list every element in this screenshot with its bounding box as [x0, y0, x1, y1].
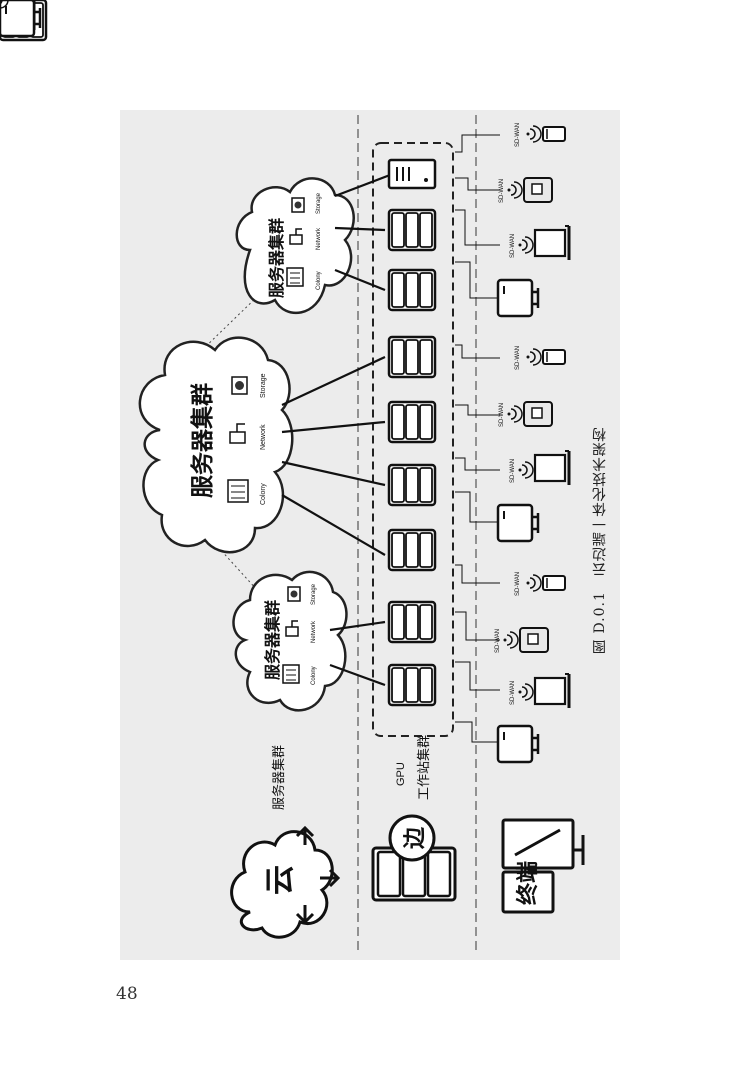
wifi-icon — [525, 348, 542, 366]
server-rack-icon — [387, 335, 437, 379]
cloud-bottom-storage-label: Storage — [311, 583, 317, 605]
sdwan-label: SD-WAN — [499, 403, 505, 427]
laptop-icon — [533, 449, 571, 487]
cloud-server-links — [281, 173, 391, 687]
sdwan-label: SD-WAN — [510, 459, 516, 483]
tablet-icon — [519, 627, 549, 653]
cloud-layer-label: 服务器集群 — [271, 745, 286, 810]
server-rack-icon — [387, 268, 437, 312]
server-tower-icon — [387, 158, 437, 190]
figure-caption: 图 D.0.1 云边端一体化技术架构 — [592, 426, 608, 654]
cloud-cluster-bottom — [232, 570, 348, 712]
laptop-icon — [533, 672, 571, 710]
storage-icon — [291, 197, 305, 213]
network-icon — [229, 423, 246, 444]
wifi-icon — [525, 574, 542, 592]
sdwan-label: SD-WAN — [515, 346, 521, 370]
cloud-top-colony-label: Colony — [316, 271, 322, 290]
edge-layer-glyph: 边 — [402, 826, 427, 850]
cloud-main-network-label: Network — [260, 424, 267, 450]
wifi-icon — [506, 405, 523, 423]
sdwan-label: SD-WAN — [495, 629, 501, 653]
server-rack-icon — [387, 400, 437, 444]
gpu-layer-label-line1: GPU — [395, 762, 407, 786]
sdwan-label: SD-WAN — [510, 681, 516, 705]
wifi-icon — [525, 125, 542, 143]
cloud-layer-glyph: 云 — [264, 865, 297, 895]
server-rack-icon — [387, 463, 437, 507]
cloud-bottom-title: 服务器集群 — [263, 600, 282, 680]
colony-icon — [227, 479, 249, 503]
laptop-icon — [533, 224, 571, 262]
network-icon — [285, 620, 299, 637]
storage-icon — [287, 586, 301, 602]
terminal-layer-icon — [501, 818, 585, 914]
wifi-icon — [517, 236, 534, 254]
cloud-top-title: 服务器集群 — [267, 218, 286, 298]
desktop-monitor-icon — [496, 503, 540, 543]
colony-icon — [286, 267, 304, 287]
cloud-main-storage-label: Storage — [260, 373, 267, 398]
gpu-layer-label-line2: 工作站集群 — [416, 735, 431, 800]
wifi-icon — [517, 461, 534, 479]
cloud-main-title: 服务器集群 — [189, 383, 215, 498]
network-icon — [289, 228, 303, 245]
storage-icon — [231, 376, 248, 395]
terminal-layer-glyph: 终端 — [515, 861, 540, 905]
sdwan-label: SD-WAN — [510, 234, 516, 258]
desktop-monitor-icon — [496, 724, 540, 764]
page-number: 48 — [116, 984, 138, 1004]
edge-layer-icon — [371, 814, 457, 902]
sdwan-label: SD-WAN — [515, 572, 521, 596]
smartphone-icon — [542, 575, 566, 591]
cloud-cluster-main — [138, 336, 294, 554]
wifi-icon — [506, 181, 523, 199]
tablet-icon — [523, 401, 553, 427]
gpu-cluster-box — [372, 142, 454, 737]
server-rack-icon — [387, 663, 437, 707]
desktop-monitor-icon — [496, 278, 540, 318]
cloud-top-network-label: Network — [316, 227, 322, 250]
cloud-bottom-network-label: Network — [311, 620, 317, 643]
colony-icon — [282, 664, 300, 684]
tablet-icon — [523, 177, 553, 203]
server-rack-icon — [387, 600, 437, 644]
smartphone-icon — [542, 349, 566, 365]
wifi-icon — [517, 683, 534, 701]
sdwan-label: SD-WAN — [499, 179, 505, 203]
cloud-layer-icon — [230, 825, 341, 939]
cloud-bottom-colony-label: Colony — [311, 666, 317, 685]
edge-terminal-links — [455, 134, 500, 743]
server-rack-icon — [387, 208, 437, 252]
cloud-main-colony-label: Colony — [260, 483, 267, 505]
sdwan-label: SD-WAN — [515, 123, 521, 147]
wifi-icon — [502, 631, 519, 649]
cloud-top-storage-label: Storage — [316, 192, 322, 214]
server-rack-icon — [387, 528, 437, 572]
smartphone-icon — [542, 126, 566, 142]
cloud-cluster-top — [235, 177, 355, 315]
